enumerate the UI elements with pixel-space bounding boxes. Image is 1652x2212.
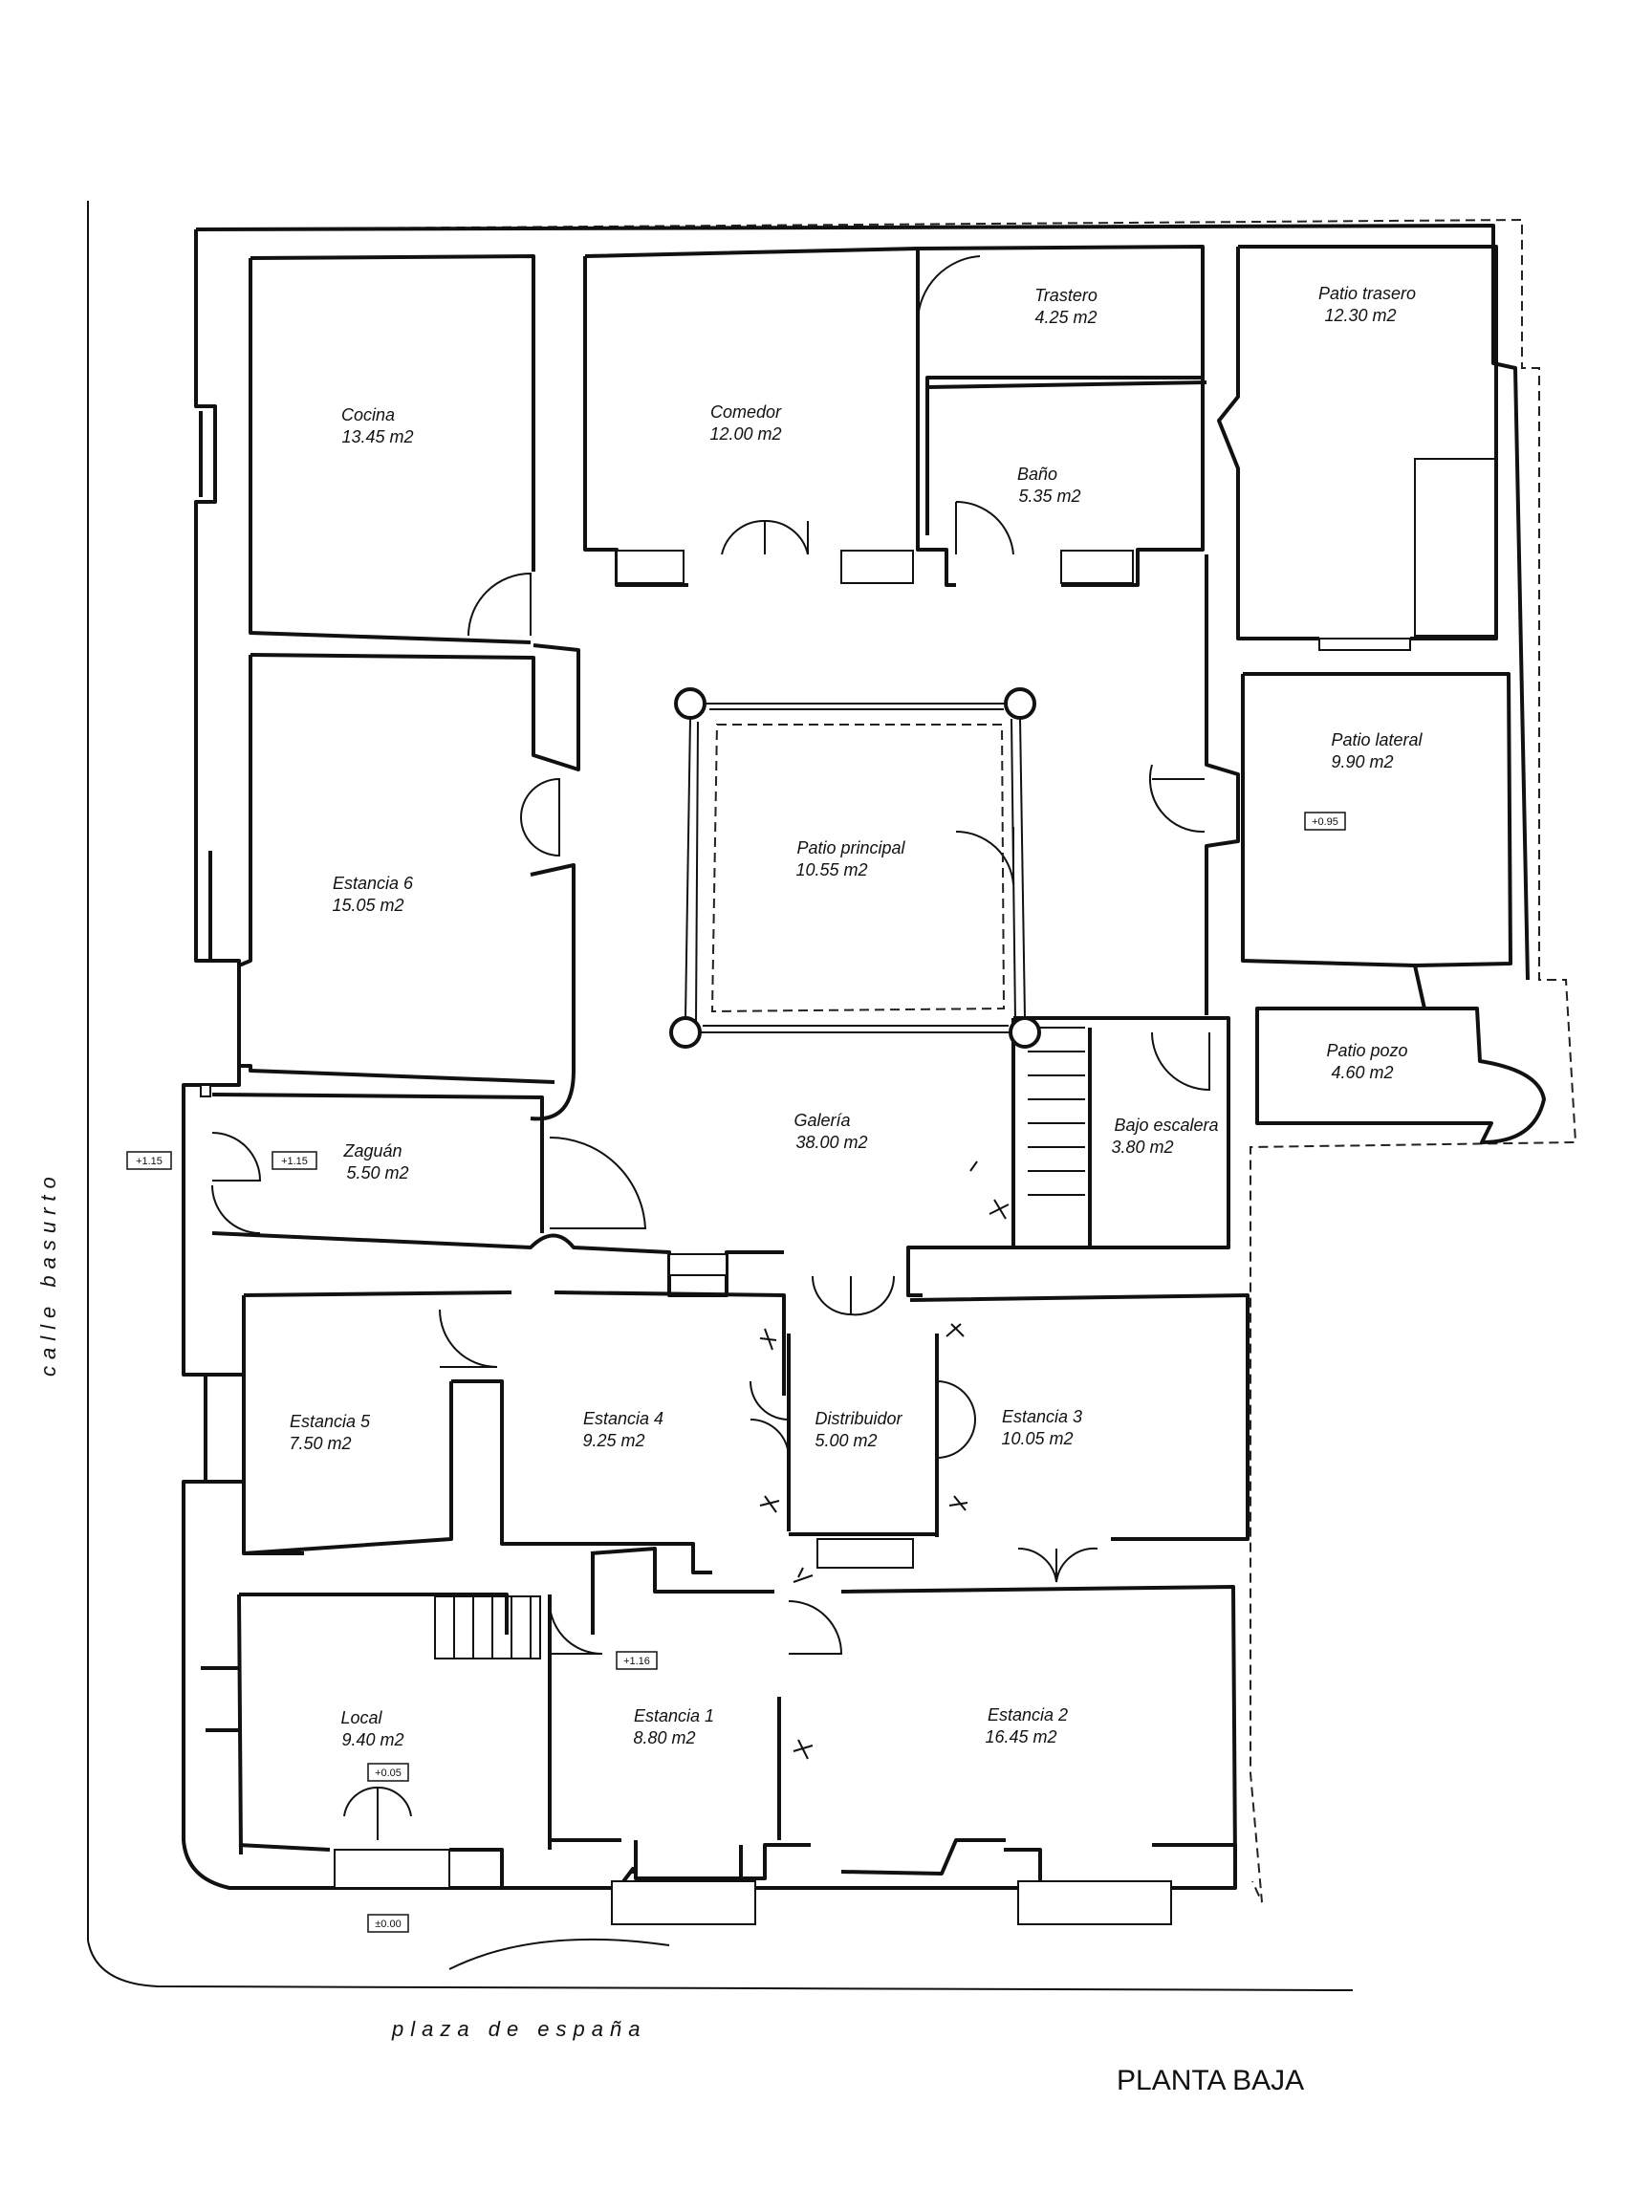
room-area-estancia-4: 9.25 m2 bbox=[582, 1431, 644, 1450]
level-estancia-1: +1.16 bbox=[623, 1656, 650, 1667]
room-area-patio-principal: 10.55 m2 bbox=[795, 860, 867, 879]
level-patio-lateral: +0.95 bbox=[1312, 816, 1338, 828]
room-name-patio-principal: Patio principal bbox=[796, 838, 905, 857]
plan-title: PLANTA BAJA bbox=[1117, 2065, 1304, 2096]
room-area-estancia-6: 15.05 m2 bbox=[332, 896, 403, 915]
room-area-patio-lateral: 9.90 m2 bbox=[1331, 752, 1393, 771]
room-area-estancia-3: 10.05 m2 bbox=[1001, 1429, 1073, 1448]
street-name-bottom: plaza de españa bbox=[391, 2017, 646, 2041]
room-name-patio-pozo: Patio pozo bbox=[1326, 1041, 1407, 1060]
sketch-marks bbox=[759, 1160, 1010, 1760]
room-area-galeria: 38.00 m2 bbox=[795, 1133, 867, 1152]
room-area-bano: 5.35 m2 bbox=[1018, 487, 1080, 506]
room-area-trastero: 4.25 m2 bbox=[1034, 308, 1097, 327]
property-boundary bbox=[195, 218, 1577, 1903]
room-name-estancia-3: Estancia 3 bbox=[1002, 1407, 1082, 1426]
room-name-patio-trasero: Patio trasero bbox=[1318, 284, 1416, 303]
level-street: +1.15 bbox=[136, 1156, 163, 1167]
room-name-bano: Baño bbox=[1017, 465, 1057, 484]
room-area-cocina: 13.45 m2 bbox=[341, 427, 413, 446]
room-name-comedor: Comedor bbox=[710, 402, 782, 422]
level-markers: +1.15 +1.15 +0.95 +1.16 +0.05 ±0.00 bbox=[126, 812, 1346, 1933]
room-area-bajo-escalera: 3.80 m2 bbox=[1111, 1138, 1173, 1157]
room-name-patio-lateral: Patio lateral bbox=[1331, 730, 1423, 749]
room-area-patio-trasero: 12.30 m2 bbox=[1324, 306, 1396, 325]
street-name-left: calle basurto bbox=[36, 1170, 60, 1377]
room-area-patio-pozo: 4.60 m2 bbox=[1331, 1063, 1393, 1082]
room-labels: Cocina 13.45 m2 Comedor 12.00 m2 Traster… bbox=[289, 284, 1423, 1749]
level-zaguan: +1.15 bbox=[281, 1156, 308, 1167]
room-name-local: Local bbox=[340, 1708, 382, 1727]
room-name-distribuidor: Distribuidor bbox=[815, 1409, 902, 1428]
level-entrance: ±0.00 bbox=[375, 1919, 401, 1930]
street-lines bbox=[87, 201, 1354, 1991]
room-area-estancia-5: 7.50 m2 bbox=[289, 1434, 351, 1453]
room-name-trastero: Trastero bbox=[1034, 286, 1098, 305]
room-area-estancia-1: 8.80 m2 bbox=[633, 1728, 695, 1747]
room-area-distribuidor: 5.00 m2 bbox=[815, 1431, 877, 1450]
room-name-estancia-1: Estancia 1 bbox=[634, 1706, 714, 1725]
room-name-estancia-4: Estancia 4 bbox=[583, 1409, 663, 1428]
windows bbox=[200, 550, 1411, 1925]
room-area-local: 9.40 m2 bbox=[341, 1730, 403, 1749]
patio-principal-frame bbox=[685, 703, 1026, 1033]
room-area-zaguan: 5.50 m2 bbox=[346, 1163, 408, 1182]
room-name-zaguan: Zaguán bbox=[342, 1141, 402, 1160]
doors bbox=[211, 255, 1210, 1840]
outer-walls bbox=[182, 224, 1530, 1890]
level-local: +0.05 bbox=[375, 1767, 402, 1779]
room-name-estancia-5: Estancia 5 bbox=[290, 1412, 371, 1431]
room-area-comedor: 12.00 m2 bbox=[709, 424, 781, 444]
room-name-cocina: Cocina bbox=[341, 405, 395, 424]
interior-walls bbox=[201, 245, 1546, 1890]
room-name-galeria: Galería bbox=[793, 1111, 850, 1130]
room-name-bajo-escalera: Bajo escalera bbox=[1114, 1116, 1218, 1135]
room-name-estancia-6: Estancia 6 bbox=[333, 874, 414, 893]
room-area-estancia-2: 16.45 m2 bbox=[985, 1727, 1056, 1746]
room-name-estancia-2: Estancia 2 bbox=[988, 1705, 1068, 1724]
